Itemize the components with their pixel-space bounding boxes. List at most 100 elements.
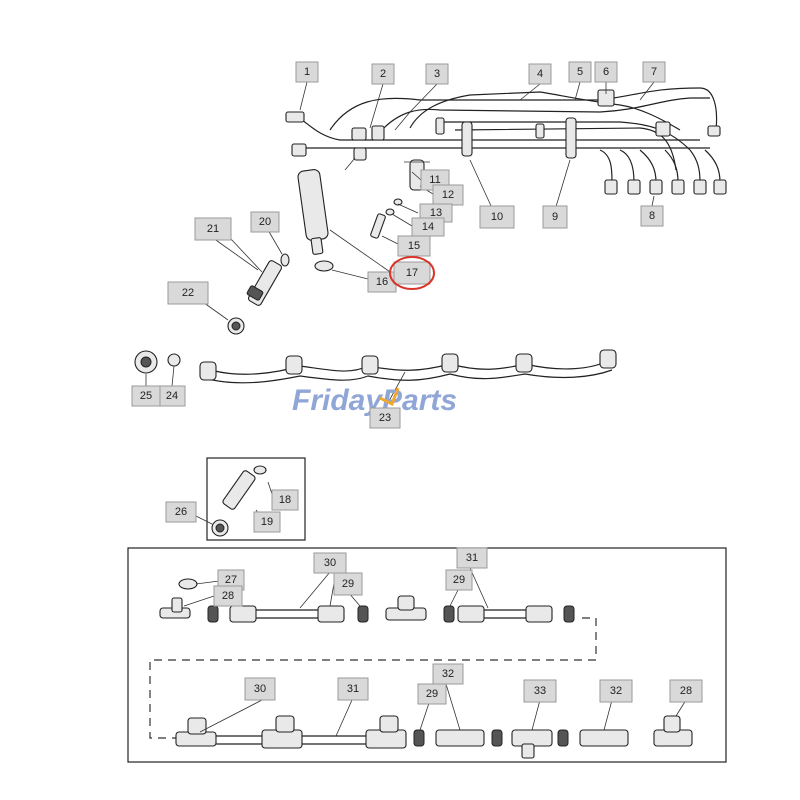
nozzle-body xyxy=(222,470,256,510)
highlight-ring-17 xyxy=(389,256,435,290)
svg-text:1: 1 xyxy=(304,66,310,78)
ferrule xyxy=(413,729,425,747)
svg-text:27: 27 xyxy=(225,574,237,586)
tube-nut xyxy=(317,605,345,623)
callout-4: 4 xyxy=(528,63,552,85)
cap-screw xyxy=(370,213,386,239)
svg-text:20: 20 xyxy=(259,216,271,228)
adapter-fitting xyxy=(435,729,485,747)
watermark-accent xyxy=(379,387,400,407)
callout-21: 21 xyxy=(194,217,232,241)
cross-fitting-bottom xyxy=(521,743,535,759)
svg-text:29: 29 xyxy=(453,574,465,586)
svg-text:16: 16 xyxy=(376,276,388,288)
o-ring xyxy=(280,253,290,267)
callout-16: 16 xyxy=(367,271,397,293)
callout-1: 1 xyxy=(295,61,319,83)
callout-29b: 29 xyxy=(445,569,473,591)
banjo-fitting xyxy=(361,355,379,375)
ferrule xyxy=(207,605,219,623)
fuel-injection-lines xyxy=(285,81,727,281)
pipe-nut xyxy=(707,125,721,137)
callout-3: 3 xyxy=(425,63,449,85)
svg-text:14: 14 xyxy=(422,221,434,233)
pipe-nut xyxy=(693,179,707,195)
panel-frame xyxy=(127,547,727,763)
washer xyxy=(167,353,181,367)
o-ring xyxy=(253,465,267,475)
ferrule xyxy=(491,729,503,747)
svg-text:3: 3 xyxy=(434,68,440,80)
callout-19: 19 xyxy=(253,511,281,533)
banjo-fitting xyxy=(599,349,617,369)
callout-12: 12 xyxy=(432,184,464,206)
washer xyxy=(393,198,403,206)
line-fitting xyxy=(291,143,307,157)
svg-text:5: 5 xyxy=(577,66,583,78)
callout-29c: 29 xyxy=(417,683,447,705)
callout-26: 26 xyxy=(165,501,197,523)
tee-fitting-top xyxy=(397,595,415,611)
svg-text:7: 7 xyxy=(651,66,657,78)
svg-text:32: 32 xyxy=(442,668,454,680)
callout-29a: 29 xyxy=(333,572,363,596)
banjo-fitting xyxy=(441,353,459,373)
line-clamp xyxy=(655,121,671,137)
injector-tip xyxy=(310,237,324,255)
banjo-fitting xyxy=(515,353,533,373)
callout-24: 24 xyxy=(158,385,186,407)
svg-text:10: 10 xyxy=(491,211,503,223)
callout-31a: 31 xyxy=(456,547,488,569)
svg-text:30: 30 xyxy=(324,557,336,569)
washer xyxy=(385,208,395,216)
line-fitting xyxy=(351,127,367,141)
svg-text:28: 28 xyxy=(680,685,692,697)
callout-32b: 32 xyxy=(599,679,633,703)
svg-text:24: 24 xyxy=(166,390,178,402)
tube-nut xyxy=(229,605,257,623)
adapter-fitting xyxy=(579,729,629,747)
svg-text:32: 32 xyxy=(610,685,622,697)
callout-30a: 30 xyxy=(313,552,347,574)
inset-detail xyxy=(195,457,306,541)
tee-fitting-top xyxy=(275,715,295,733)
ferrule xyxy=(443,605,455,623)
banjo-fitting xyxy=(199,361,217,381)
callout-17: 17 xyxy=(393,261,431,285)
line-clamp xyxy=(435,117,445,135)
cap-nut-hole xyxy=(140,356,152,368)
tee-fitting-top xyxy=(663,715,681,733)
callout-9: 9 xyxy=(542,205,568,229)
callout-20: 20 xyxy=(250,211,280,233)
svg-text:22: 22 xyxy=(182,287,194,299)
callout-25: 25 xyxy=(131,385,161,407)
fuel-injector xyxy=(297,169,329,241)
callout-5: 5 xyxy=(568,61,592,83)
nozzle-nut-hole xyxy=(231,321,241,331)
svg-text:29: 29 xyxy=(426,688,438,700)
svg-text:31: 31 xyxy=(466,552,478,564)
banjo-fitting xyxy=(285,355,303,375)
svg-text:9: 9 xyxy=(552,211,558,223)
svg-text:6: 6 xyxy=(603,66,609,78)
washer xyxy=(314,260,334,272)
washer xyxy=(178,578,198,590)
callout-23: 23 xyxy=(369,407,401,429)
ferrule xyxy=(357,605,369,623)
callout-28a: 28 xyxy=(213,585,243,607)
tee-fitting xyxy=(365,729,407,749)
tee-fitting-top xyxy=(187,717,207,735)
svg-text:18: 18 xyxy=(279,494,291,506)
line-fitting xyxy=(285,111,305,123)
svg-text:8: 8 xyxy=(649,210,655,222)
callout-7: 7 xyxy=(642,61,666,83)
injector-nozzle-assembly xyxy=(199,229,290,335)
line-fitting xyxy=(353,147,367,161)
ferrule xyxy=(557,729,569,747)
pipe-nut xyxy=(671,179,685,195)
nozzle-nut-hole xyxy=(215,523,225,533)
callout-18: 18 xyxy=(271,489,299,511)
tee-fitting xyxy=(261,729,303,749)
